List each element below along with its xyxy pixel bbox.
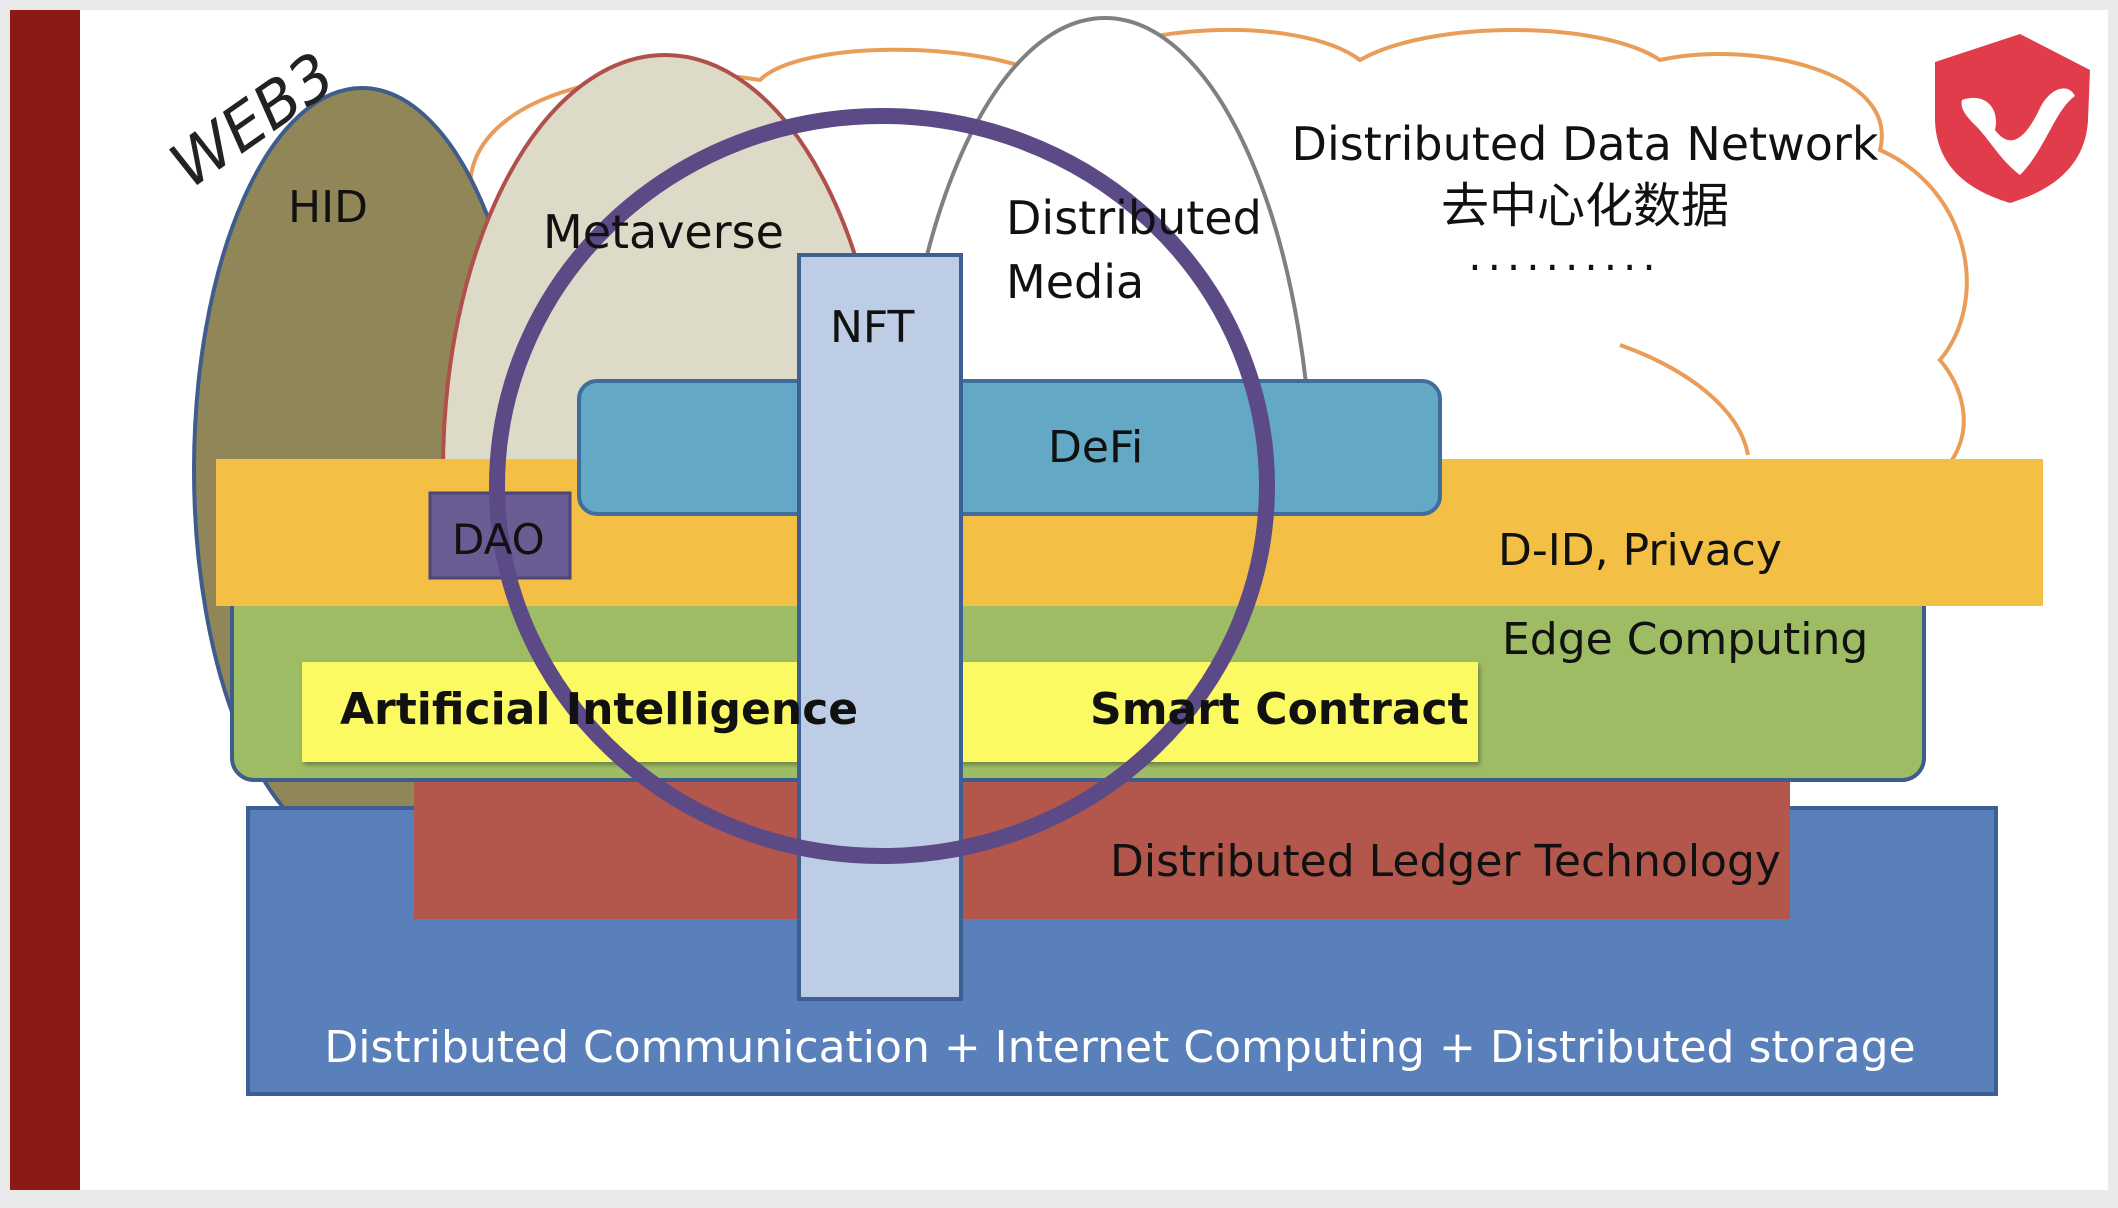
did-privacy-label: D-ID, Privacy [1498, 525, 1782, 576]
nft-label: NFT [830, 302, 914, 353]
ai-label: Artificial Intelligence [340, 684, 858, 735]
defi-ring [489, 108, 1275, 864]
nft-column [797, 253, 963, 1001]
distributed-media-label-2: Media [1006, 255, 1144, 309]
defi-box [577, 379, 1442, 516]
smart-contract-label: Smart Contract [1090, 684, 1469, 735]
shield-logo [1935, 34, 2090, 203]
edge-computing-label: Edge Computing [1502, 614, 1868, 665]
base-label: Distributed Communication + Internet Com… [324, 1022, 1915, 1073]
ledger-label: Distributed Ledger Technology [1110, 836, 1781, 887]
dao-label: DAO [452, 515, 545, 564]
distributed-media-label-1: Distributed [1006, 191, 1262, 245]
cloud-label-line1: Distributed Data Network [1292, 117, 1879, 171]
cloud-label-ellipsis: ·········· [1468, 243, 1662, 292]
defi-label: DeFi [1048, 422, 1143, 473]
metaverse-label: Metaverse [543, 205, 784, 259]
cloud-label-line2: 去中心化数据 [1441, 178, 1729, 234]
left-accent-bar [10, 10, 80, 1190]
hid-label: HID [288, 182, 368, 233]
